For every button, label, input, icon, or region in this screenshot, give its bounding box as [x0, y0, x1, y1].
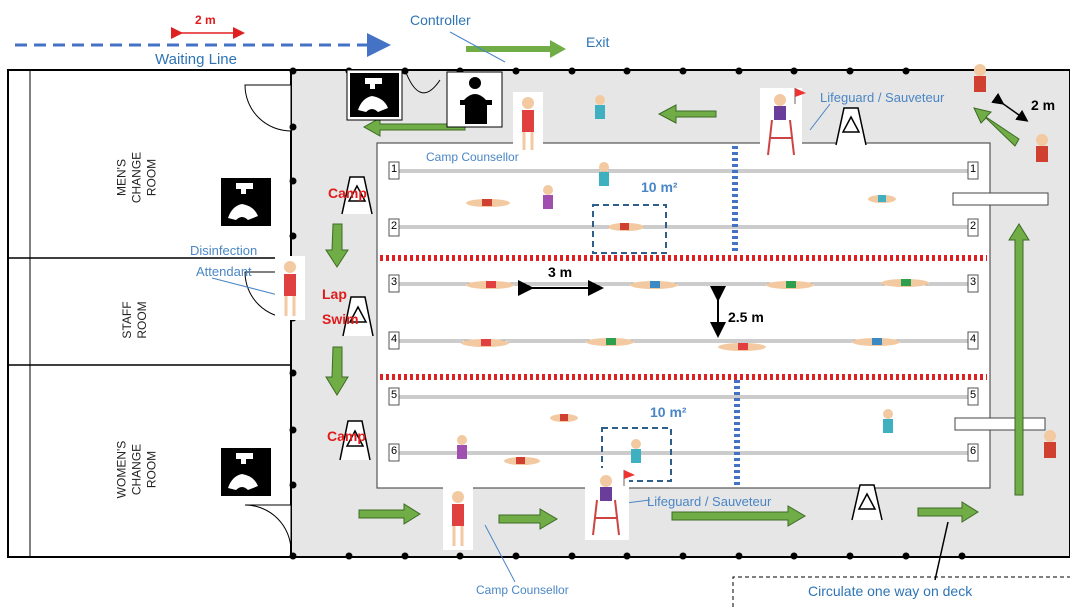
camp-counsellor-figure	[513, 92, 543, 154]
camp-counsellor-top-label: Camp Counsellor	[426, 150, 519, 164]
swimmer-figures	[461, 195, 929, 465]
red-lane-dividers	[380, 255, 987, 380]
lane-number-right-2: 2	[970, 220, 977, 232]
lane-number-right-5: 5	[970, 389, 977, 401]
circulate-label: Circulate one way on deck	[808, 583, 973, 599]
disinfection-attendant-figure	[275, 256, 305, 320]
womens-change-room-label: WOMEN'S CHANGE ROOM	[114, 440, 159, 499]
hand-sanitizer-icon	[221, 178, 271, 226]
camp-counsellor-bottom-label: Camp Counsellor	[476, 583, 569, 597]
staff-room-label: STAFF ROOM	[120, 301, 149, 339]
disinfection-label: Disinfection	[190, 243, 258, 258]
mens-change-room-label: MEN'S CHANGE ROOM	[114, 151, 159, 204]
lane-number-left-3: 3	[391, 276, 398, 288]
swimming-pool	[376, 142, 991, 489]
child-figures	[457, 64, 1056, 463]
camp-top-label: Camp	[328, 185, 367, 201]
two-m-right-label: 2 m	[1031, 97, 1056, 113]
circulation-arrows	[325, 104, 1030, 530]
lifeguard-bottom-label: Lifeguard / Sauveteur	[647, 494, 772, 509]
lane-number-right-6: 6	[970, 445, 977, 457]
area-bottom-label: 10 m²	[650, 404, 687, 420]
lane-number-left-2: 2	[391, 220, 398, 232]
lifeguard-figure	[760, 88, 806, 160]
lane-number-right-4: 4	[970, 333, 977, 345]
waiting-line-label: Waiting Line	[155, 51, 237, 68]
lap-label: Lap	[322, 286, 347, 302]
three-m-label: 3 m	[548, 264, 573, 280]
camp-counsellor-figure	[443, 486, 473, 550]
controller-label: Controller	[410, 12, 471, 28]
deck-posts	[289, 67, 966, 560]
area-top-label: 10 m²	[641, 179, 678, 195]
lane-number-right-3: 3	[970, 276, 977, 288]
swim-label: Swim	[322, 311, 359, 327]
exit-label: Exit	[586, 34, 610, 50]
lane-number-left-5: 5	[391, 389, 398, 401]
lifeguard-figure	[585, 468, 635, 540]
hand-sanitizer-icon	[221, 448, 271, 496]
lane-number-right-1: 1	[970, 163, 977, 175]
hand-sanitizer-icon	[346, 69, 403, 121]
lane-markers	[388, 161, 979, 462]
lane-number-left-6: 6	[391, 445, 398, 457]
camp-bottom-label: Camp	[327, 428, 366, 444]
caution-sign-icon	[339, 107, 883, 521]
dashed-note-box	[732, 576, 1070, 607]
controller-desk-icon	[446, 71, 503, 128]
attendant-label: Attendant	[196, 264, 252, 279]
lane-number-left-4: 4	[391, 333, 398, 345]
two-m-top-label: 2 m	[195, 13, 216, 27]
lifeguard-top-label: Lifeguard / Sauveteur	[820, 90, 945, 105]
area-boxes	[592, 204, 672, 482]
two-five-m-label: 2.5 m	[728, 309, 764, 325]
lane-number-left-1: 1	[391, 163, 398, 175]
exit-arrow	[466, 40, 566, 58]
